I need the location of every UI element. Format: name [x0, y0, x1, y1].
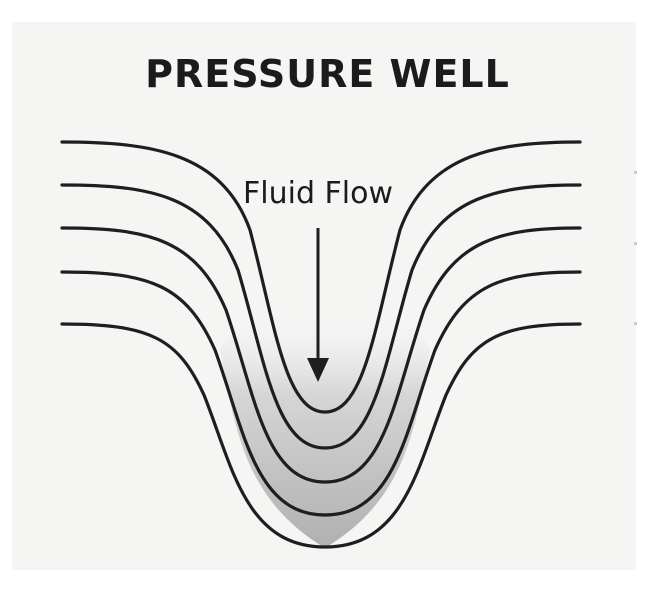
contour-line-2 — [60, 183, 582, 450]
edge-tick — [634, 242, 637, 245]
contour-line-5 — [60, 322, 582, 549]
contour-line-1 — [60, 140, 582, 414]
edge-tick — [634, 171, 637, 174]
diagram-title: PRESSURE WELL — [145, 52, 510, 96]
down-arrow-icon — [307, 228, 329, 382]
contour-line-3 — [60, 226, 582, 484]
edge-tick — [634, 322, 637, 325]
fluid-flow-label: Fluid Flow — [243, 176, 393, 211]
contour-line-4 — [60, 270, 582, 517]
well-shading — [220, 310, 430, 548]
